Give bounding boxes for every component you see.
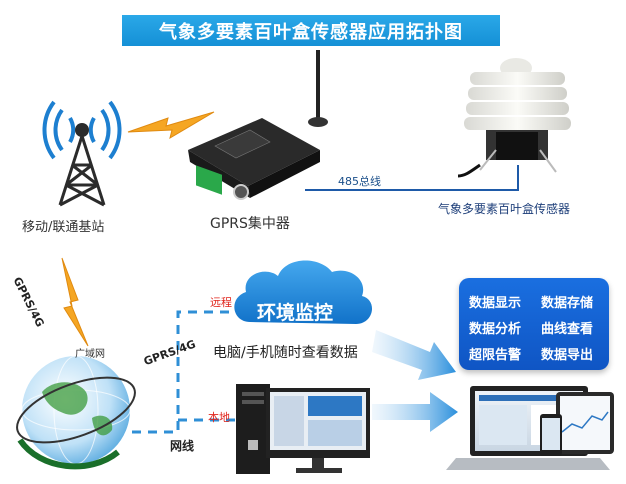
gprs-bolt-icon (61, 257, 89, 347)
local-label: 本地 (208, 411, 230, 424)
sensor-label: 气象多要素百叶盒传感器 (438, 202, 571, 216)
cloud-icon (234, 260, 373, 324)
feature-item: 数据存储 (541, 296, 594, 311)
wireless-bolt-icon (127, 111, 215, 140)
diagram-title: 气象多要素百叶盒传感器应用拓扑图 (122, 15, 500, 46)
cloud-label: 环境监控 (257, 302, 334, 324)
cell-tower-icon (42, 100, 122, 207)
gprs-hub-label: GPRS集中器 (210, 216, 290, 232)
pc-mobile-label: 电脑/手机随时查看数据 (213, 345, 358, 361)
rs485-label: 485总线 (338, 175, 381, 188)
feature-item: 数据导出 (541, 348, 594, 363)
desktop-computer-icon (236, 384, 370, 474)
feature-item: 超限告警 (469, 348, 522, 363)
remote-label: 远程 (210, 296, 232, 309)
wan-label: 广域网 (75, 349, 105, 360)
feature-item: 曲线查看 (541, 322, 594, 337)
arrow-to-laptop-lower (372, 392, 458, 432)
gprs-concentrator-device (188, 50, 328, 200)
feature-panel: 数据显示 数据存储 数据分析 曲线查看 超限告警 数据导出 (459, 278, 609, 370)
globe-icon (16, 355, 136, 470)
phone-icon (540, 414, 562, 456)
feature-item: 数据显示 (469, 296, 522, 311)
dashed-links (132, 310, 248, 434)
cable-label: 网线 (170, 439, 195, 453)
rs485-bus-line (305, 165, 519, 191)
arrow-to-laptop-upper (372, 330, 456, 380)
tablet-icon (556, 392, 614, 454)
tower-label: 移动/联通基站 (22, 220, 105, 235)
louver-sensor-device (457, 58, 571, 178)
feature-item: 数据分析 (469, 322, 522, 337)
